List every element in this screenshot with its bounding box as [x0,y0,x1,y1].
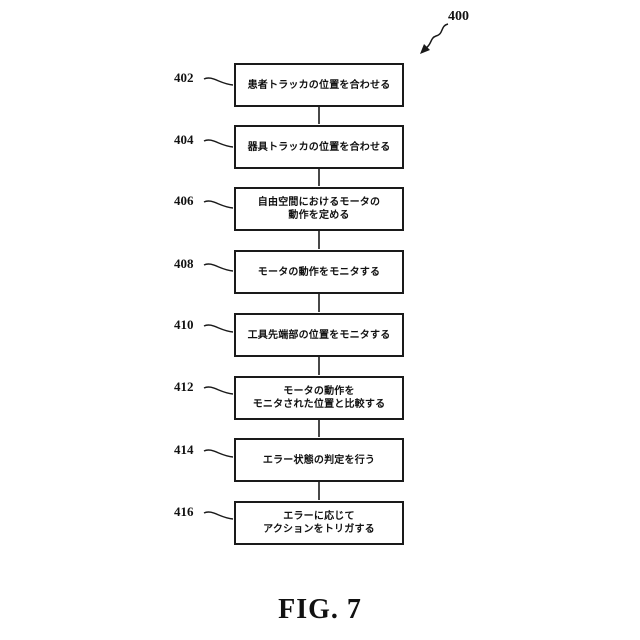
step-text-412: モータの動作を モニタされた位置と比較する [253,385,386,411]
leader-line-408 [204,264,233,271]
step-ref-414: 414 [174,442,204,458]
step-text-406: 自由空間におけるモータの 動作を定める [258,196,380,222]
leader-line-406 [204,201,233,208]
figure-reference-arrow [426,24,448,48]
step-box-406: 自由空間におけるモータの 動作を定める [234,187,404,231]
step-box-414: エラー状態の判定を行う [234,438,404,482]
step-box-410: 工具先端部の位置をモニタする [234,313,404,357]
step-ref-404: 404 [174,132,204,148]
step-ref-408: 408 [174,256,204,272]
step-box-416: エラーに応じて アクションをトリガする [234,501,404,545]
step-ref-412: 412 [174,379,204,395]
step-text-402: 患者トラッカの位置を合わせる [248,79,391,92]
step-text-404: 器具トラッカの位置を合わせる [248,141,391,154]
step-text-408: モータの動作をモニタする [258,266,380,279]
step-ref-410: 410 [174,317,204,333]
step-text-416: エラーに応じて アクションをトリガする [263,510,375,536]
leader-line-410 [204,325,233,332]
step-ref-416: 416 [174,504,204,520]
leader-line-414 [204,450,233,457]
step-box-404: 器具トラッカの位置を合わせる [234,125,404,169]
leader-line-404 [204,140,233,147]
step-box-402: 患者トラッカの位置を合わせる [234,63,404,107]
step-text-410: 工具先端部の位置をモニタする [248,329,391,342]
leader-line-402 [204,78,233,85]
step-ref-402: 402 [174,70,204,86]
step-ref-406: 406 [174,193,204,209]
step-text-414: エラー状態の判定を行う [263,454,375,467]
leader-line-412 [204,387,233,394]
figure-caption: FIG. 7 [0,594,640,626]
step-box-408: モータの動作をモニタする [234,250,404,294]
figure-reference-numeral: 400 [448,9,469,25]
step-box-412: モータの動作を モニタされた位置と比較する [234,376,404,420]
leader-line-416 [204,512,233,519]
